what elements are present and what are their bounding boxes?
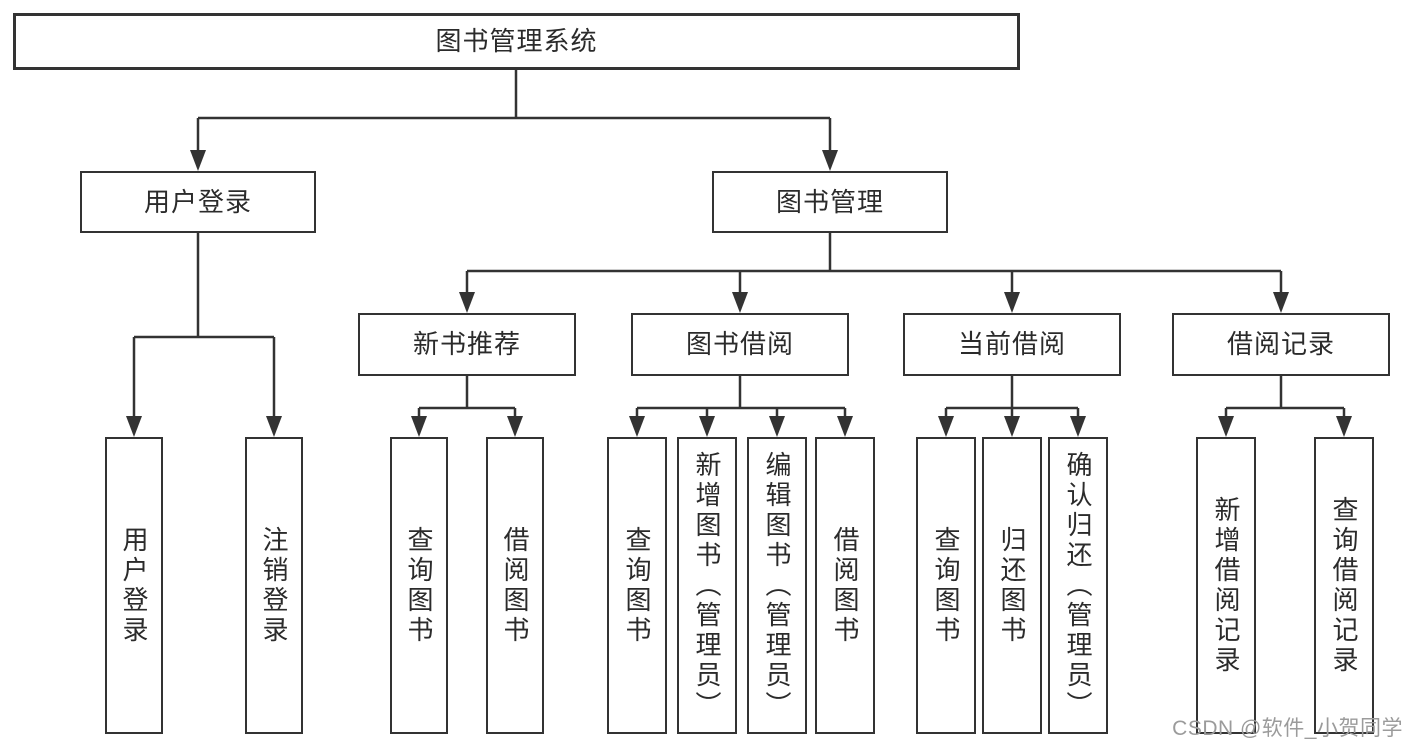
- arrowhead-icon: [732, 292, 748, 313]
- arrowhead-icon: [699, 416, 715, 437]
- connector-new-book-recommend-to-leaves: [417, 376, 517, 418]
- node-current-borrow-label: 当前借阅: [957, 329, 1066, 360]
- node-new-book-recommend-label: 新书推荐: [412, 329, 521, 360]
- arrowhead-icon: [1004, 292, 1020, 313]
- leaf-br-add-record: 新增借阅记录: [1196, 437, 1256, 734]
- leaf-user-login: 用户登录: [105, 437, 163, 734]
- arrowhead-icon: [266, 416, 282, 437]
- leaf-nbr-query-book-label: 查询图书: [404, 525, 434, 646]
- leaf-bb-edit-book-admin: 编辑图书（管理员）: [747, 437, 807, 734]
- arrowhead-icon: [769, 416, 785, 437]
- arrowhead-icon: [938, 416, 954, 437]
- connector-current-borrow-to-leaves: [944, 376, 1080, 418]
- arrowhead-icon: [822, 150, 838, 171]
- arrowheads: [126, 150, 1352, 437]
- leaf-cb-query-book: 查询图书: [916, 437, 976, 734]
- arrowhead-icon: [1273, 292, 1289, 313]
- node-book-management: 图书管理: [712, 171, 948, 233]
- arrowhead-icon: [411, 416, 427, 437]
- leaf-br-query-record: 查询借阅记录: [1314, 437, 1374, 734]
- leaf-cb-query-book-label: 查询图书: [931, 525, 961, 646]
- node-borrow-record: 借阅记录: [1172, 313, 1390, 376]
- connector-user-login-to-leaves: [132, 233, 276, 418]
- leaf-logout-label: 注销登录: [259, 525, 289, 646]
- leaf-cb-confirm-return-admin-label: 确认归还（管理员）: [1063, 450, 1093, 721]
- csdn-watermark: CSDN @软件_小贺同学: [1172, 717, 1403, 740]
- connector-borrow-record-to-leaves: [1224, 376, 1346, 418]
- arrowhead-icon: [837, 416, 853, 437]
- node-user-login-label: 用户登录: [143, 186, 252, 217]
- node-current-borrow: 当前借阅: [903, 313, 1121, 376]
- leaf-bb-add-book-admin: 新增图书（管理员）: [677, 437, 737, 734]
- arrowhead-icon: [629, 416, 645, 437]
- node-new-book-recommend: 新书推荐: [358, 313, 576, 376]
- arrowhead-icon: [507, 416, 523, 437]
- leaf-bb-query-book: 查询图书: [607, 437, 667, 734]
- leaf-cb-confirm-return-admin: 确认归还（管理员）: [1048, 437, 1108, 734]
- node-book-management-label: 图书管理: [775, 186, 884, 217]
- arrowhead-icon: [1004, 416, 1020, 437]
- leaf-bb-borrow-book-label: 借阅图书: [830, 525, 860, 646]
- arrowhead-icon: [190, 150, 206, 171]
- leaf-br-add-record-label: 新增借阅记录: [1211, 495, 1241, 676]
- connector-book-borrow-to-leaves: [635, 376, 847, 418]
- leaf-nbr-borrow-book: 借阅图书: [486, 437, 544, 734]
- arrowhead-icon: [126, 416, 142, 437]
- leaf-nbr-query-book: 查询图书: [390, 437, 448, 734]
- leaf-bb-add-book-admin-label: 新增图书（管理员）: [692, 450, 722, 721]
- leaf-bb-edit-book-admin-label: 编辑图书（管理员）: [762, 450, 792, 721]
- leaf-bb-borrow-book: 借阅图书: [815, 437, 875, 734]
- leaf-logout: 注销登录: [245, 437, 303, 734]
- arrowhead-icon: [459, 292, 475, 313]
- node-user-login: 用户登录: [80, 171, 316, 233]
- node-root: 图书管理系统: [13, 13, 1020, 70]
- leaf-cb-return-book: 归还图书: [982, 437, 1042, 734]
- connector-book-management-to-level3: [465, 233, 1283, 294]
- arrowhead-icon: [1070, 416, 1086, 437]
- leaf-nbr-borrow-book-label: 借阅图书: [500, 525, 530, 646]
- node-root-label: 图书管理系统: [435, 26, 598, 57]
- connector-root-to-level2: [196, 70, 832, 152]
- leaf-bb-query-book-label: 查询图书: [622, 525, 652, 646]
- leaf-cb-return-book-label: 归还图书: [997, 525, 1027, 646]
- arrowhead-icon: [1336, 416, 1352, 437]
- arrowhead-icon: [1218, 416, 1234, 437]
- leaf-user-login-label: 用户登录: [119, 525, 149, 646]
- leaf-br-query-record-label: 查询借阅记录: [1329, 495, 1359, 676]
- node-book-borrow-label: 图书借阅: [685, 329, 794, 360]
- node-borrow-record-label: 借阅记录: [1226, 329, 1335, 360]
- node-book-borrow: 图书借阅: [631, 313, 849, 376]
